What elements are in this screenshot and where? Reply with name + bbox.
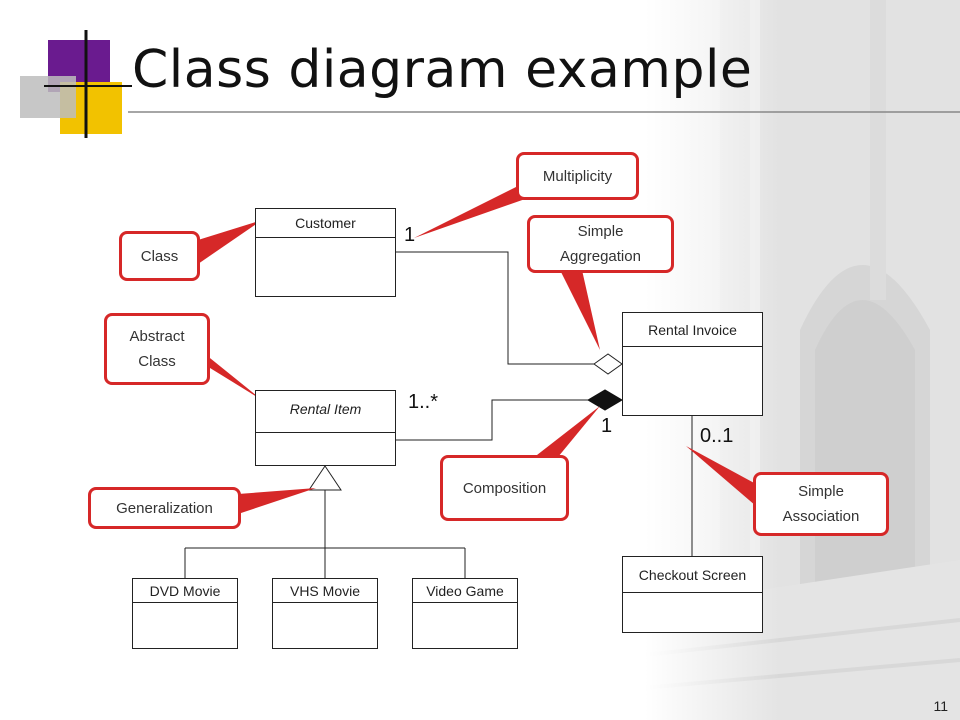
- class-rental-invoice[interactable]: Rental Invoice: [622, 312, 763, 416]
- callout-composition: Composition: [440, 455, 569, 521]
- class-vhs-movie-name: VHS Movie: [273, 579, 377, 603]
- callout-abstract-class: Abstract Class: [104, 313, 210, 385]
- callout-composition-line1: Composition: [462, 479, 547, 497]
- pointer-simple-aggregation: [560, 270, 600, 350]
- slide-title: Class diagram example: [132, 40, 753, 100]
- pointer-multiplicity: [414, 184, 528, 238]
- class-dvd-movie-name: DVD Movie: [133, 579, 237, 603]
- callout-generalization-line1: Generalization: [116, 499, 213, 517]
- callout-simple-association-line2: Association: [782, 508, 860, 525]
- callout-generalization: Generalization: [88, 487, 241, 529]
- generalization-triangle: [308, 465, 342, 491]
- composition-line: [396, 399, 588, 441]
- class-customer[interactable]: Customer: [255, 208, 396, 297]
- pointer-simple-association: [686, 446, 756, 506]
- multiplicity-invoice-composition: 1: [601, 415, 613, 437]
- callout-abstract-class-line2: Class: [138, 353, 176, 370]
- callout-class-line1: Class: [140, 247, 179, 265]
- callout-simple-aggregation: Simple Aggregation: [527, 215, 674, 273]
- callout-multiplicity-line1: Multiplicity: [542, 167, 613, 185]
- multiplicity-customer: 1: [404, 224, 416, 246]
- aggregation-line: [396, 251, 594, 365]
- multiplicity-rental-item: 1..*: [408, 391, 439, 413]
- class-customer-name: Customer: [256, 209, 395, 238]
- class-checkout-screen[interactable]: Checkout Screen: [622, 556, 763, 633]
- class-rental-item-name: Rental Item: [256, 391, 395, 433]
- callout-class: Class: [119, 231, 200, 281]
- pointer-generalization: [238, 488, 316, 514]
- class-dvd-movie[interactable]: DVD Movie: [132, 578, 238, 649]
- multiplicity-invoice-association: 0..1: [700, 425, 734, 447]
- callout-simple-association: Simple Association: [753, 472, 889, 536]
- callout-simple-aggregation-line1: Simple: [577, 223, 624, 240]
- callout-multiplicity: Multiplicity: [516, 152, 639, 200]
- aggregation-diamond: [593, 353, 623, 375]
- pointer-abstract-class: [200, 350, 262, 400]
- pointer-class: [198, 220, 262, 264]
- class-video-game-name: Video Game: [413, 579, 517, 603]
- class-rental-invoice-name: Rental Invoice: [623, 313, 762, 347]
- callout-simple-aggregation-line2: Aggregation: [560, 248, 641, 265]
- callout-simple-association-line1: Simple: [798, 483, 844, 500]
- class-rental-item[interactable]: Rental Item: [255, 390, 396, 466]
- class-vhs-movie[interactable]: VHS Movie: [272, 578, 378, 649]
- composition-diamond: [587, 389, 623, 411]
- callout-abstract-class-line1: Abstract: [129, 328, 185, 345]
- class-video-game[interactable]: Video Game: [412, 578, 518, 649]
- class-checkout-screen-name: Checkout Screen: [623, 557, 762, 593]
- page-number: 11: [933, 698, 948, 714]
